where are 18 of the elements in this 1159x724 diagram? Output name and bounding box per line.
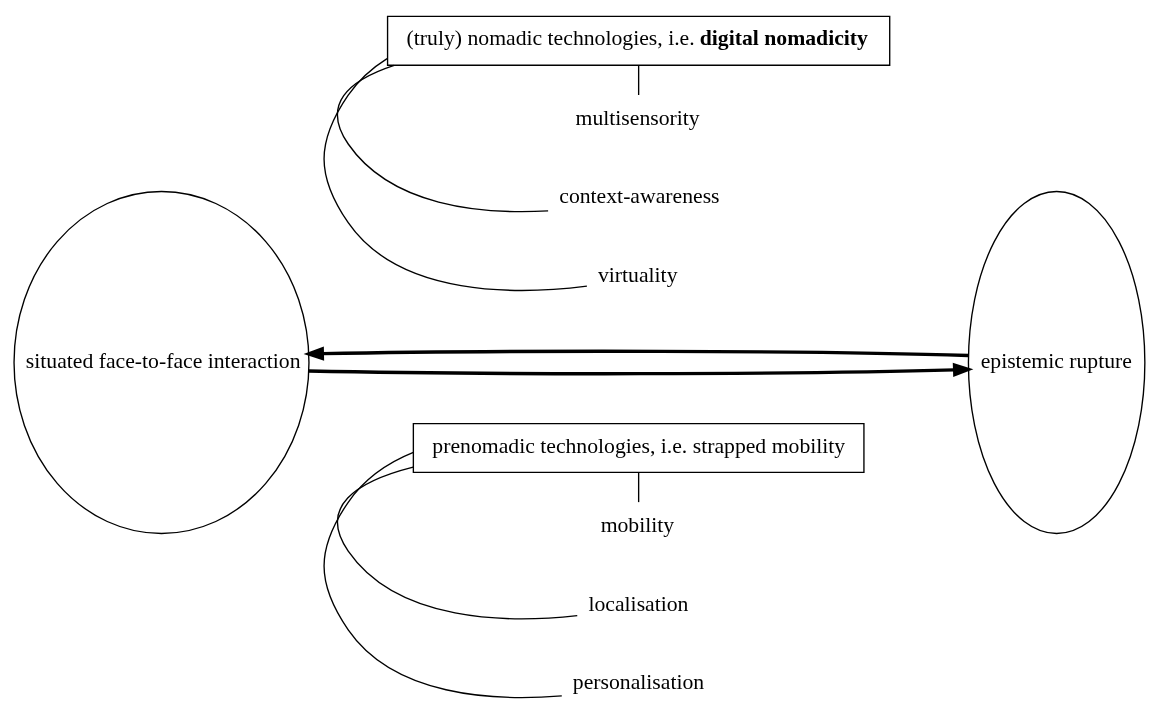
connector <box>323 57 588 291</box>
node-text: mobility <box>600 512 675 537</box>
connector <box>637 471 640 503</box>
node-text: context-awareness <box>559 183 720 208</box>
node-text: multisensority <box>575 105 700 130</box>
node-box: prenomadic technologies, i.e. strapped mobility <box>412 422 865 473</box>
node-ellipse: situated face-to-face interaction <box>13 190 310 534</box>
connector <box>637 64 640 96</box>
node-ellipse: epistemic rupture <box>967 190 1146 534</box>
node-text: personalisation <box>572 669 705 694</box>
connector <box>336 64 549 212</box>
node-text: localisation <box>588 591 689 616</box>
node-box: (truly) nomadic technologies, i.e. digital nomadicity <box>386 15 891 66</box>
node-text: virtuality <box>597 262 678 287</box>
arrow <box>303 346 969 361</box>
connector <box>323 451 563 698</box>
connector <box>336 465 578 619</box>
arrow <box>308 362 974 377</box>
